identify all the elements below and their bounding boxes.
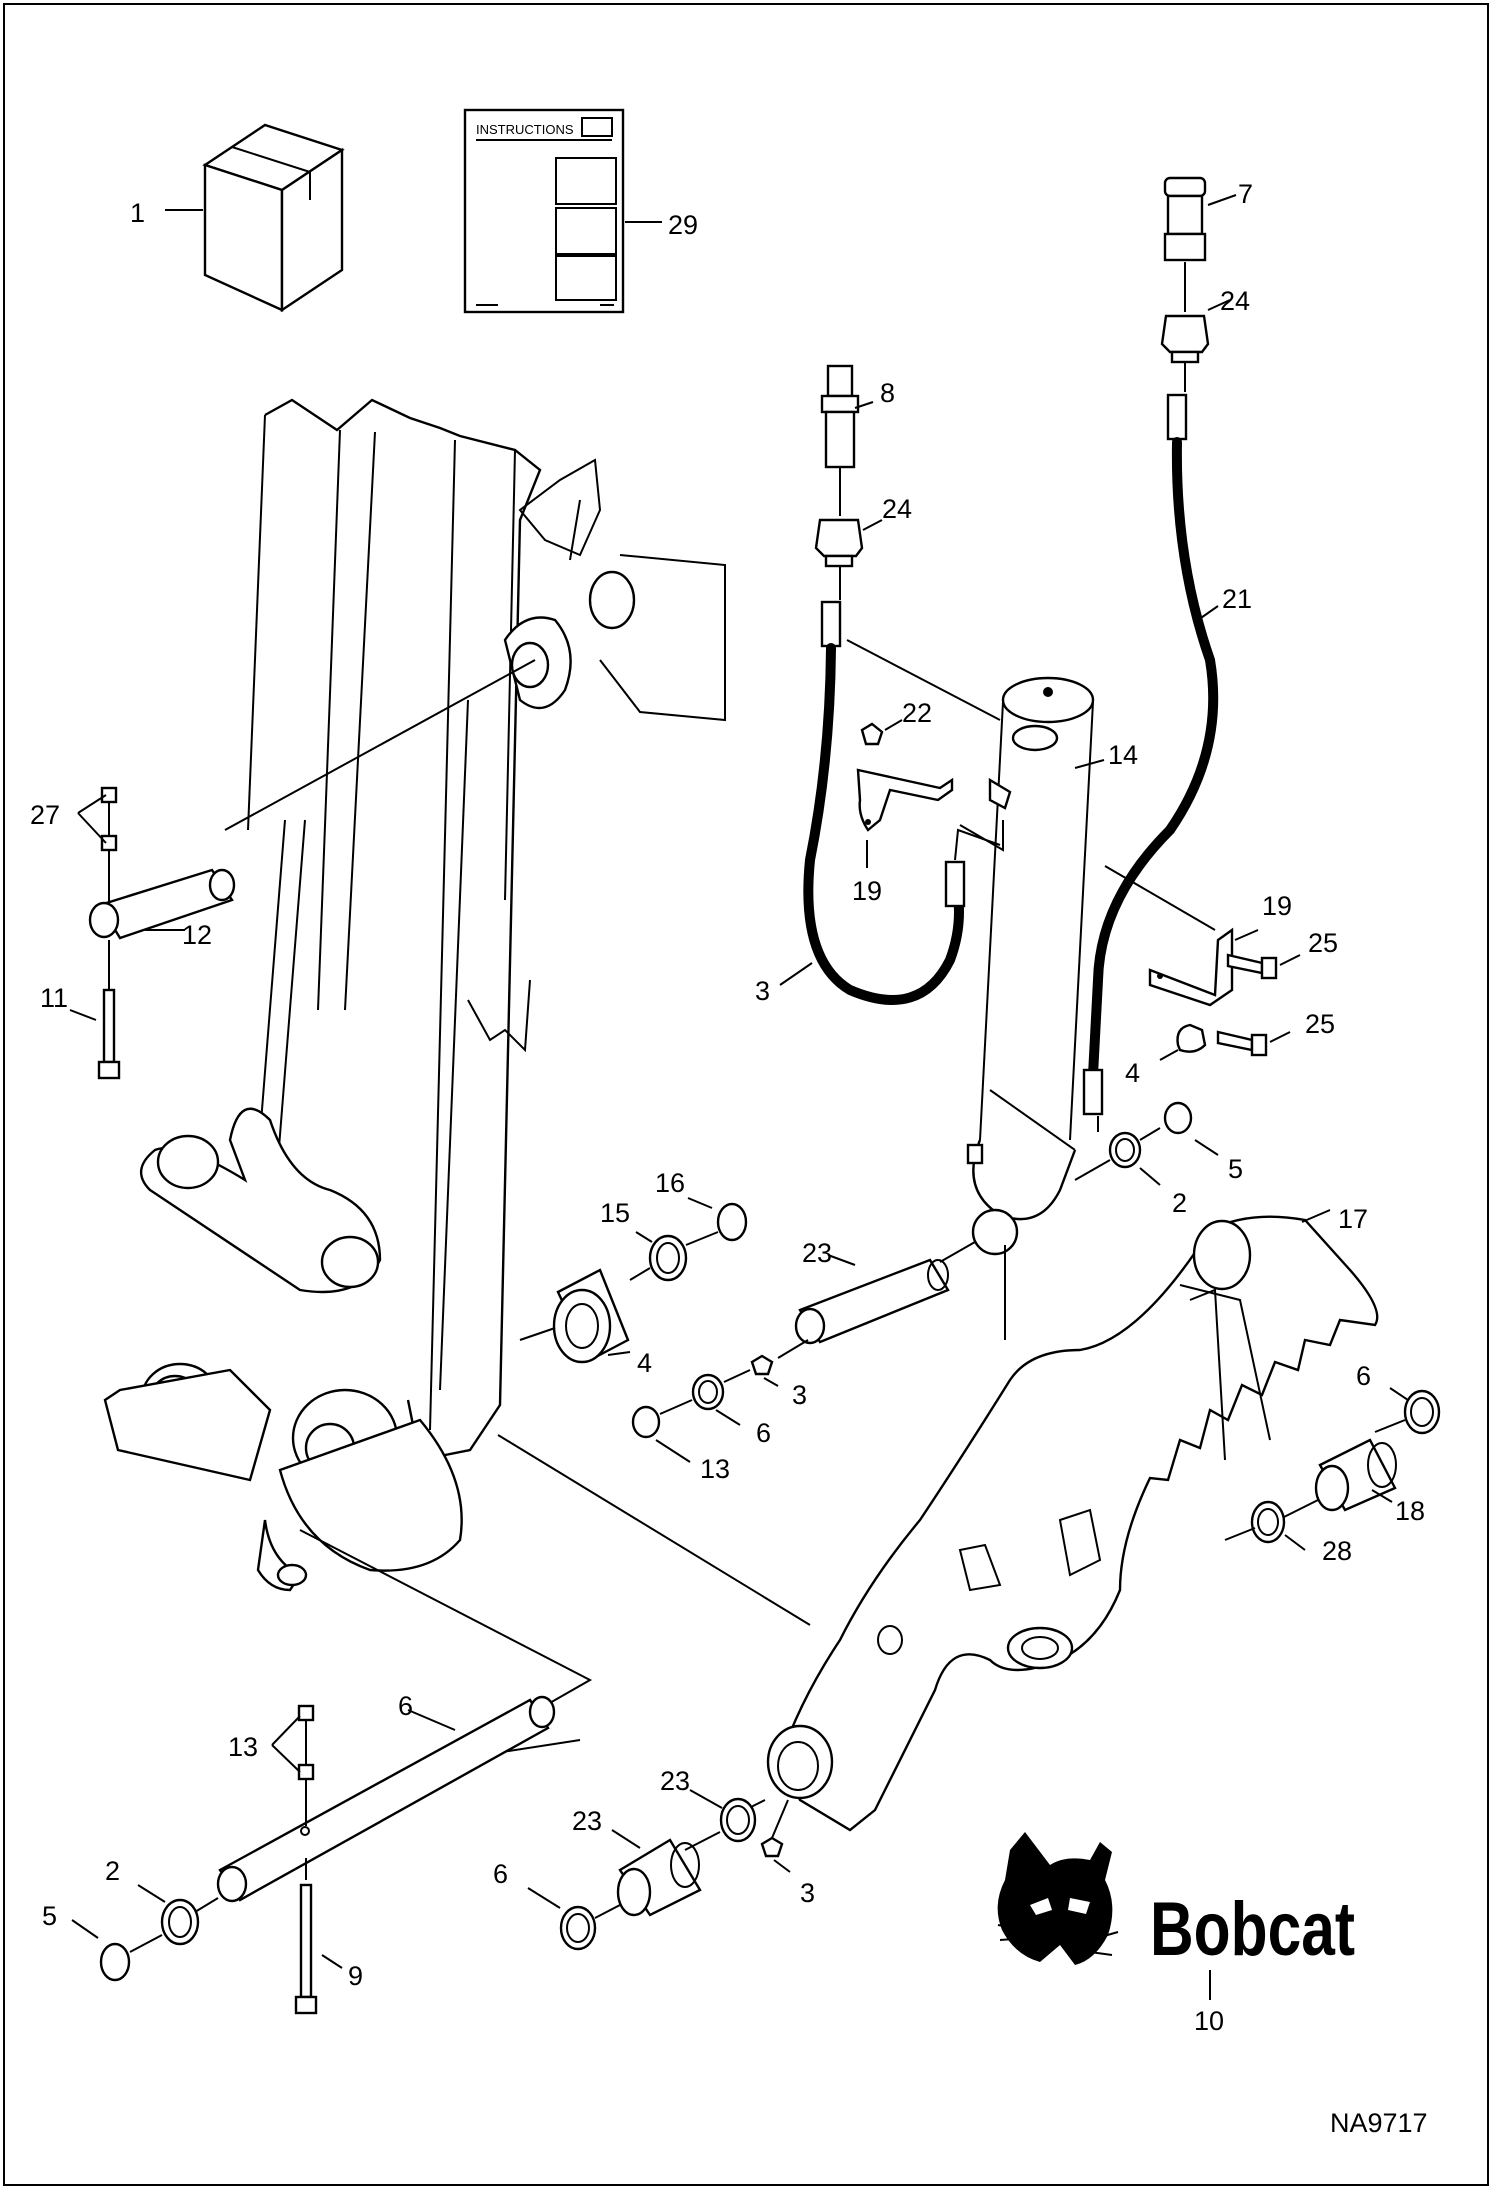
callout-25-lower: 25 (1305, 1009, 1335, 1039)
part-hose-21 (1082, 393, 1219, 1116)
callout-29: 29 (668, 210, 698, 240)
excavator-arm (103, 398, 636, 1592)
callout-25-upper: 25 (1308, 928, 1338, 958)
part-cylinder-14 (966, 676, 1095, 1256)
part-fitting-8 (820, 364, 860, 469)
part-instructions-sheet: INSTRUCTIONS (463, 108, 625, 314)
callout-1: 1 (130, 198, 145, 228)
part-fitting-23-lower (760, 1836, 784, 1858)
part-pin-boss-lower (766, 1724, 834, 1800)
callout-13-right: 18 (1395, 1496, 1425, 1526)
bobcat-logo: Bobcat (997, 1832, 1355, 1972)
callout-3-upper: 5 (1228, 1154, 1243, 1184)
part-bolt-25-upper (1226, 953, 1278, 980)
part-coupler-7 (1163, 176, 1207, 262)
callout-5-lower: 5 (42, 1901, 57, 1931)
part-thumb-16 (778, 1215, 1379, 1832)
part-pin-12 (88, 868, 236, 940)
callout-23-lower: 3 (800, 1878, 815, 1908)
callout-3-lower: 13 (700, 1454, 730, 1484)
part-shim-6-upper-right (1403, 1389, 1441, 1435)
callout-5-upper: 16 (655, 1168, 685, 1198)
callout-6-lower-center: 23 (660, 1766, 690, 1796)
callout-10: 10 (1194, 2006, 1224, 2036)
callout-24-left: 24 (882, 494, 912, 524)
diagram-border (3, 3, 1489, 2186)
part-clamp-19-left (856, 768, 1012, 832)
drawing-number: NA9717 (1330, 2108, 1428, 2138)
callout-21: 21 (1222, 584, 1252, 614)
callout-6-upper-right: 6 (1356, 1361, 1371, 1391)
part-snapring-3-upper (1163, 1101, 1193, 1135)
instructions-title: INSTRUCTIONS (476, 122, 574, 137)
callout-6-lower-right: 28 (1322, 1536, 1352, 1566)
part-clip-26 (1176, 1023, 1207, 1053)
callout-27: 27 (30, 800, 60, 830)
callout-13-lower: 23 (572, 1806, 602, 1836)
callout-6-bottom: 6 (493, 1859, 508, 1889)
callout-15: 23 (802, 1238, 832, 1268)
callout-12: 12 (182, 920, 212, 950)
part-washer-4-lower (691, 1373, 725, 1411)
part-pin-15 (794, 1258, 950, 1345)
callout-23-upper: 3 (792, 1380, 807, 1410)
part-box (202, 123, 345, 313)
part-shim-6-lower-right (1250, 1500, 1286, 1544)
part-nut-22 (860, 722, 884, 746)
part-bolt-9 (294, 1883, 318, 2015)
part-shim-2-upper (648, 1234, 688, 1282)
callout-14: 14 (1108, 740, 1138, 770)
callout-18: 6 (398, 1691, 413, 1721)
callout-28: 13 (228, 1732, 258, 1762)
callout-2-upper: 15 (600, 1198, 630, 1228)
callout-17: 4 (637, 1348, 652, 1378)
callout-4-upper: 2 (1172, 1188, 1187, 1218)
part-clamp-19-right (1148, 927, 1234, 1007)
callout-11: 11 (40, 983, 68, 1013)
callout-20: 3 (755, 976, 770, 1006)
callout-22: 22 (902, 698, 932, 728)
part-fitting-23-upper (750, 1354, 774, 1376)
callout-4-lower: 6 (756, 1418, 771, 1448)
part-washer-4-upper (1108, 1131, 1142, 1169)
part-adapter-24-left (814, 518, 864, 568)
part-adapter-24-right (1160, 314, 1210, 364)
part-nuts-27 (100, 786, 118, 852)
part-snapring-3-lower (631, 1405, 661, 1439)
callout-9: 9 (348, 1961, 363, 1991)
callout-16: 17 (1338, 1204, 1368, 1234)
callout-8: 8 (880, 378, 895, 408)
callout-7: 7 (1238, 179, 1253, 209)
part-clip-5-lower (99, 1942, 131, 1982)
part-bushing-17 (552, 1268, 630, 1364)
part-bushing-13-right (1314, 1438, 1397, 1512)
part-shim-6-bottom (559, 1905, 597, 1951)
callout-19-left: 19 (852, 876, 882, 906)
callout-19-right: 19 (1262, 891, 1292, 921)
part-bushing-13-lower (616, 1838, 702, 1917)
callout-26: 4 (1125, 1058, 1140, 1088)
part-shim-2-lower (160, 1898, 200, 1946)
callout-24-right: 24 (1220, 286, 1250, 316)
part-hose-20 (803, 600, 1001, 1005)
part-clip-5-upper (716, 1202, 748, 1242)
callout-2-lower: 2 (105, 1856, 120, 1886)
part-shim-6-lower-center (719, 1797, 757, 1843)
bobcat-wordmark: Bobcat (1150, 1887, 1355, 1972)
part-pin-18 (216, 1695, 556, 1903)
part-bolt-25-lower (1216, 1030, 1268, 1057)
part-bolt-11 (97, 988, 121, 1080)
